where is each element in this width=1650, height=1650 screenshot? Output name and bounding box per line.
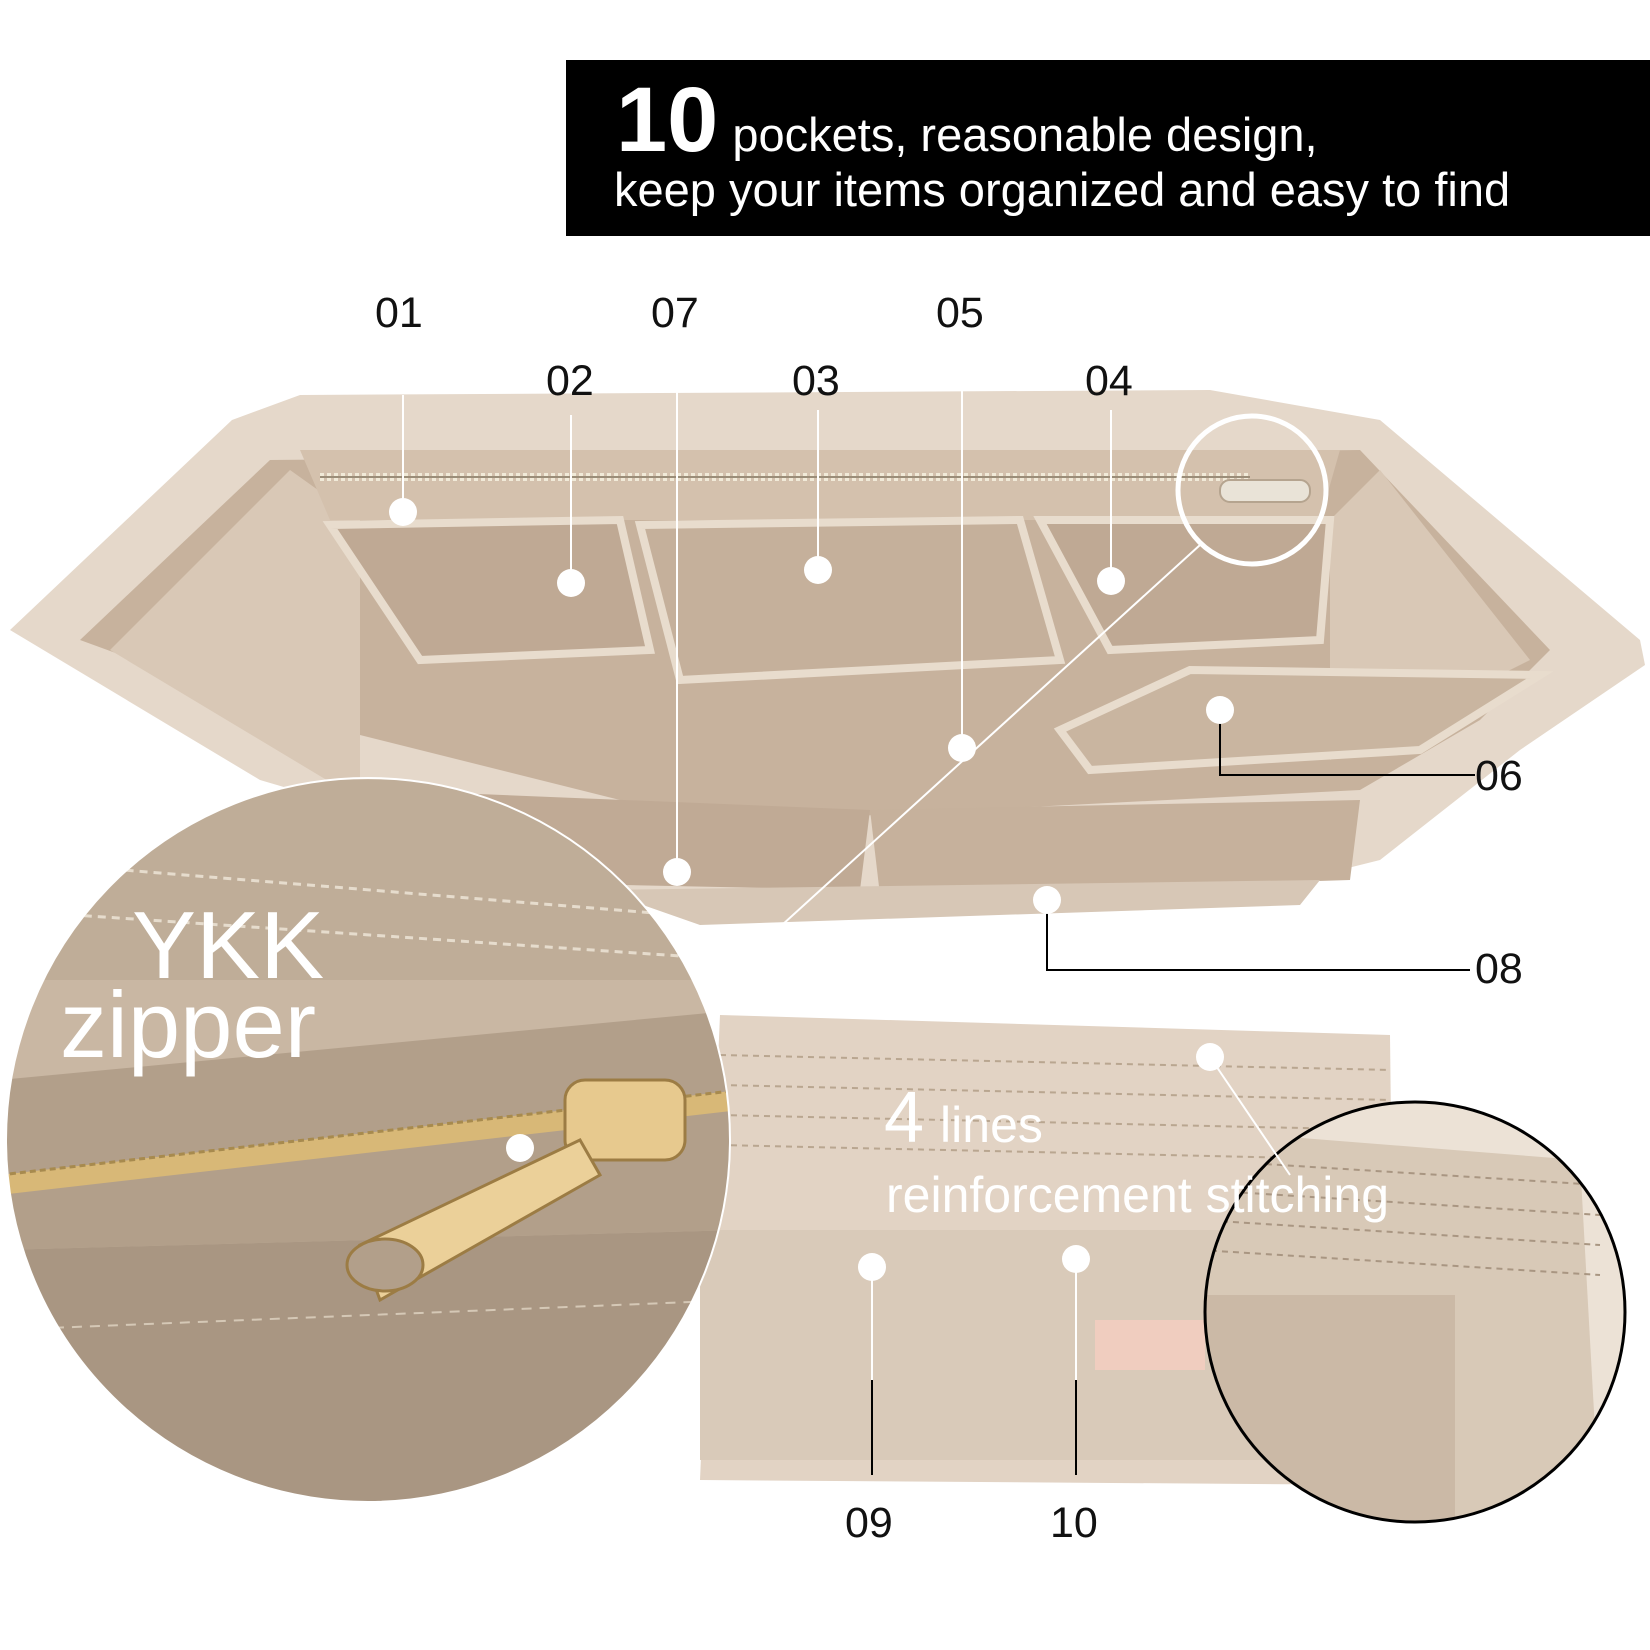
dot-zipper xyxy=(506,1134,534,1162)
leader-lines-dark xyxy=(871,710,1475,1475)
label-04: 04 xyxy=(1085,357,1133,405)
dot-06 xyxy=(1206,696,1234,724)
label-06: 06 xyxy=(1475,752,1523,800)
dot-01 xyxy=(389,498,417,526)
dot-03 xyxy=(804,556,832,584)
zipper-word: zipper xyxy=(60,972,317,1077)
zipper-brand: YKK xyxy=(132,892,325,999)
callout-dots xyxy=(389,498,1234,1281)
zipper-closeup xyxy=(5,777,731,1503)
label-03: 03 xyxy=(792,357,840,405)
stitching-count: 4 xyxy=(884,1078,925,1158)
label-01: 01 xyxy=(375,289,423,337)
label-09: 09 xyxy=(845,1499,893,1547)
label-10: 10 xyxy=(1050,1499,1098,1547)
dot-stitching xyxy=(1196,1043,1224,1071)
stitching-closeup xyxy=(1203,1100,1627,1524)
label-08: 08 xyxy=(1475,945,1523,993)
dot-08 xyxy=(1033,886,1061,914)
headline-line-2: keep your items organized and easy to fi… xyxy=(614,163,1511,216)
headline-text-1: pockets, reasonable design, xyxy=(732,108,1318,161)
dot-02 xyxy=(557,569,585,597)
dot-10 xyxy=(1062,1245,1090,1273)
label-02: 02 xyxy=(546,357,594,405)
stitching-unit: lines xyxy=(940,1097,1043,1153)
dot-07 xyxy=(663,858,691,886)
stitching-text: reinforcement stitching xyxy=(886,1167,1390,1223)
dot-09 xyxy=(858,1253,886,1281)
dot-05 xyxy=(948,734,976,762)
label-07: 07 xyxy=(651,289,699,337)
leader-lines xyxy=(402,382,1291,1475)
label-05: 05 xyxy=(936,289,984,337)
pocket-count: 10 xyxy=(616,69,719,171)
dot-04 xyxy=(1097,567,1125,595)
